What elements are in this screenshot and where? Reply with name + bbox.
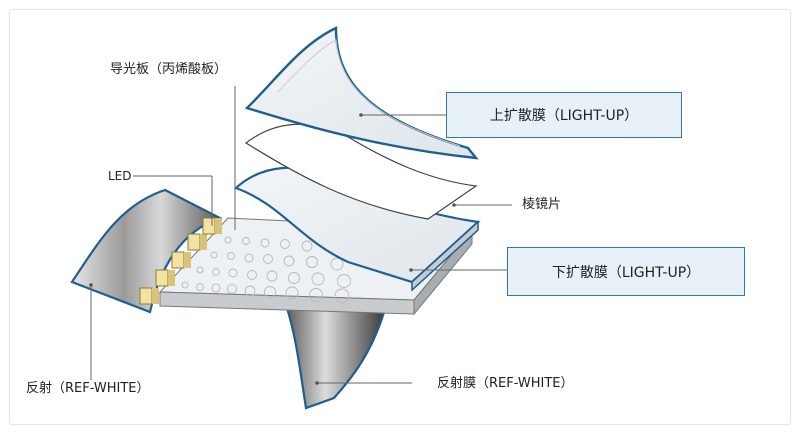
lower-diffuser-edge — [411, 220, 479, 292]
upper-diffuser-label-box: 上扩散膜（LIGHT-UP） — [446, 92, 682, 138]
upper-diffuser-label: 上扩散膜（LIGHT-UP） — [489, 108, 639, 124]
led-unit — [171, 251, 191, 269]
bottom-reflector-film — [284, 303, 386, 410]
led-unit — [139, 287, 159, 305]
led-unit — [155, 269, 175, 287]
light-guide-plate-label: 导光板（丙烯酸板） — [110, 62, 228, 77]
reflector-label: 反射（REF-WHITE） — [26, 381, 150, 396]
leader-lines — [90, 86, 512, 384]
prism-sheet-label: 棱镜片 — [522, 197, 562, 212]
lower-diffuser-label-box: 下扩散膜（LIGHT-UP） — [507, 247, 745, 296]
led-unit — [187, 233, 207, 251]
upper-diffuser-inner-line — [277, 39, 461, 147]
reflector-film-label: 反射膜（REF-WHITE） — [437, 376, 574, 391]
lower-diffuser-label: 下扩散膜（LIGHT-UP） — [551, 264, 701, 281]
light-guide-dot-pattern — [181, 236, 351, 304]
led-label: LED — [108, 169, 132, 183]
